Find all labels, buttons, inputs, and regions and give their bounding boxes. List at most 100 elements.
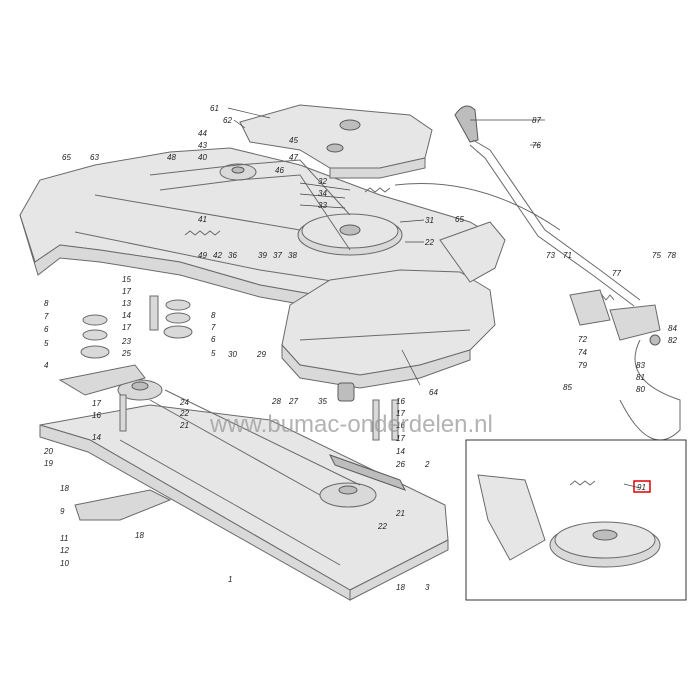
callout-1: 1 [228,575,232,584]
callout-72: 72 [578,335,587,344]
callout-62: 62 [223,116,232,125]
deck-right-cover [281,221,506,389]
callout-3: 3 [425,583,430,592]
callout-63: 63 [90,153,99,162]
callout-42: 42 [213,251,222,260]
callout-5-left: 5 [44,339,49,348]
callout-17-e: 17 [396,434,405,443]
idler-pulley-upper [149,159,351,251]
callout-34: 34 [318,189,327,198]
callout-14-b: 14 [92,433,101,442]
callout-43: 43 [198,141,207,150]
callout-2: 2 [424,460,430,469]
callout-7-left: 7 [44,312,49,321]
callout-75: 75 [652,251,661,260]
callout-8-right: 8 [211,311,216,320]
callout-45: 45 [289,136,298,145]
callout-76: 76 [532,141,541,150]
callout-40: 40 [198,153,207,162]
callout-73: 73 [546,251,555,260]
lever-bracket-assembly [569,289,681,441]
callout-17-a: 17 [122,287,131,296]
callout-49: 49 [198,251,207,260]
callout-4: 4 [44,361,49,370]
callout-65-left: 65 [62,153,71,162]
callout-33: 33 [318,201,327,210]
callout-25: 25 [121,349,131,358]
callout-18-b: 18 [135,531,144,540]
leader-lines [227,107,641,489]
arm-plate-4 [58,364,146,396]
control-lever [394,105,641,307]
callout-14-c: 14 [396,447,405,456]
callout-20: 20 [43,447,53,456]
inset-detail-panel [465,439,687,601]
callout-24: 24 [179,398,189,407]
callout-19: 19 [44,459,53,468]
callout-64: 64 [429,388,438,397]
callout-29: 29 [256,350,266,359]
callout-44: 44 [198,129,207,138]
timing-belt-26 [328,454,407,491]
callout-31: 31 [425,216,434,225]
callout-32: 32 [318,177,327,186]
callout-17-d: 17 [396,409,405,418]
callout-27: 27 [288,397,298,406]
callout-7-right: 7 [211,323,216,332]
callout-17-b: 17 [122,323,131,332]
callout-38: 38 [288,251,297,260]
callout-74: 74 [578,348,587,357]
callout-82: 82 [668,336,677,345]
callout-35: 35 [318,397,327,406]
callout-36: 36 [228,251,237,260]
callout-91: 91 [637,483,646,492]
bracket-9 [74,489,172,521]
callout-labels: 61 62 44 43 40 45 47 46 48 65 63 32 34 3… [43,104,677,592]
callout-30: 30 [228,350,237,359]
callout-65-right: 65 [455,215,464,224]
drive-pulleys [117,379,377,508]
callout-10: 10 [60,559,69,568]
callout-79: 79 [578,361,587,370]
callout-39: 39 [258,251,267,260]
callout-77: 77 [612,269,621,278]
callout-18-a: 18 [60,484,69,493]
callout-11: 11 [60,534,68,543]
callout-22-top: 22 [424,238,434,247]
callout-28: 28 [271,397,281,406]
callout-22-low: 22 [377,522,387,531]
callout-21-low: 21 [395,509,405,518]
callout-8-left: 8 [44,299,49,308]
callout-84: 84 [668,324,677,333]
callout-6-left: 6 [44,325,49,334]
callout-15: 15 [122,275,131,284]
callout-9: 9 [60,507,65,516]
callout-48: 48 [167,153,176,162]
belt-cover [239,104,433,179]
callout-22-mid: 22 [179,409,189,418]
callout-41: 41 [198,215,207,224]
callout-16-c: 16 [396,421,405,430]
callout-47: 47 [289,153,298,162]
callout-6-right: 6 [211,335,216,344]
callout-23: 23 [121,337,131,346]
callout-61: 61 [210,104,219,113]
deck-pulley-31 [297,213,403,256]
base-plate [39,404,449,601]
bearing-stacks [80,295,399,441]
callout-18-c: 18 [396,583,405,592]
callout-37: 37 [273,251,282,260]
callout-85: 85 [563,383,572,392]
callout-14-a: 14 [122,311,131,320]
callout-46: 46 [275,166,284,175]
watermark-text: www.bumac-onderdelen.nl [209,411,493,438]
callout-26: 26 [395,460,405,469]
callout-21-mid: 21 [179,421,189,430]
callout-80: 80 [636,385,645,394]
callout-87: 87 [532,116,541,125]
callout-5-right: 5 [211,349,216,358]
callout-13: 13 [122,299,131,308]
callout-16-b: 16 [396,397,405,406]
callout-12: 12 [60,546,69,555]
